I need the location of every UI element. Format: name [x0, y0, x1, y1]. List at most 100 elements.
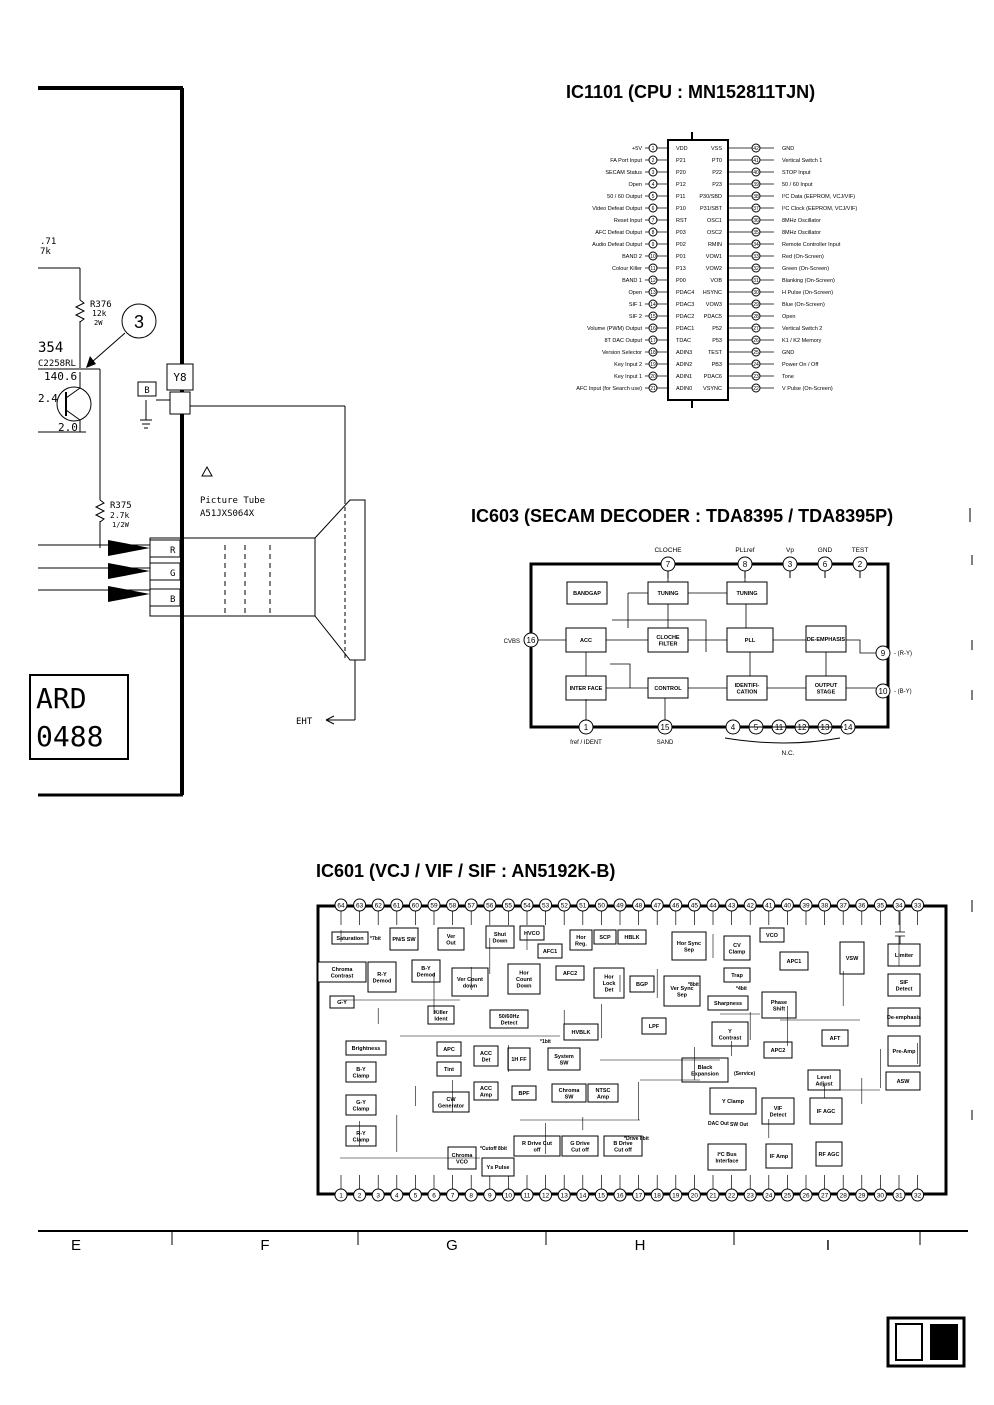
- ic601-pin-31-number: 31: [895, 1192, 903, 1199]
- ic601-pin-32-number: 32: [914, 1192, 922, 1199]
- ic603-block-4-label: CLOCHE: [656, 635, 680, 641]
- ic601-block-22-label: Hor: [576, 935, 586, 941]
- ic1101-pinname-16: PDAC1: [676, 326, 694, 332]
- ic601-block-20-label: Down: [517, 984, 533, 990]
- label-r376-value: 12k: [92, 309, 107, 318]
- ic1101-pinname-40: P22: [712, 170, 722, 176]
- ic603-block-10-label: STAGE: [817, 689, 836, 695]
- ic1101-pin-9-number: 9: [652, 242, 655, 248]
- ic601-block-50-label: VCO: [766, 933, 779, 939]
- ic601-block-55: [765, 1143, 793, 1169]
- ic603-block-0: [566, 581, 608, 605]
- ic601-block-62: [887, 973, 921, 997]
- footer-col-I: I: [826, 1237, 830, 1254]
- ic601-block-50: [759, 927, 785, 943]
- ic1101-signal-20: Key Input 1: [614, 374, 642, 380]
- ic601-block-14-label: CW: [446, 1097, 456, 1103]
- ic601-block-34-label: SW: [565, 1094, 575, 1100]
- ic1101-pinname-17: TDAC: [676, 338, 691, 344]
- ic601-block-3: [345, 1040, 387, 1056]
- ic1101-pin-41: [751, 155, 761, 165]
- ic1101-pin-36: [751, 215, 761, 225]
- ic601-pin-29-number: 29: [858, 1192, 866, 1199]
- ic1101-pin-40-number: 40: [753, 170, 759, 176]
- ic601-block-31-label: System: [554, 1054, 574, 1060]
- ic601-block-17-label: Down: [493, 938, 509, 944]
- ic601-pin-2-number: 2: [358, 1192, 362, 1199]
- ic601-block-42-label: LPF: [649, 1024, 660, 1030]
- ic1101-pin-24: [751, 359, 761, 369]
- ic601-block-25-label: Hor: [604, 975, 614, 981]
- ic603-block-3: [565, 627, 607, 653]
- ic601-block-18-label: HVCO: [524, 931, 541, 937]
- ic601-block-56-label: IF AGC: [817, 1109, 835, 1115]
- ic1101-signal-10: BAND 2: [622, 254, 642, 260]
- ic1101-pin-13-number: 13: [650, 290, 656, 296]
- ic1101-pin-11: [648, 263, 658, 273]
- ic601-pin-35-number: 35: [877, 902, 885, 909]
- ic1101-signal-14: SIF 1: [629, 302, 642, 308]
- ic601-block-38: [603, 1135, 643, 1157]
- ic601-block-1-label: Chroma: [332, 967, 354, 973]
- ic1101-pinname-36: OSC1: [707, 218, 722, 224]
- ic1101-pin-25-number: 25: [753, 350, 759, 356]
- ic601-block-2: [329, 995, 355, 1009]
- ic1101-signal-7: Reset Input: [614, 218, 643, 224]
- electrode-b: B: [170, 595, 175, 605]
- ic601-pin-28-number: 28: [840, 1192, 848, 1199]
- ic1101-pin-6: [648, 203, 658, 213]
- ic1101-pin-8-number: 8: [652, 230, 655, 236]
- ic603-block-1-label: TUNING: [657, 591, 678, 597]
- ic1101-pin-10-number: 10: [650, 254, 656, 260]
- ic601-block-1-label: Contrast: [331, 973, 354, 979]
- ic603-pin-6-number: 6: [823, 560, 828, 569]
- ic601-pin-54-number: 54: [523, 902, 531, 909]
- ic601-block-9-label: B-Y: [421, 966, 431, 972]
- ic601-note-8: SW Out: [730, 1122, 748, 1128]
- ic1101-signal-6: Video Defeat Output: [592, 206, 642, 212]
- ic601-block-46-label: Y: [728, 1029, 732, 1035]
- ic1101-signal-17: 8T DAC Output: [605, 338, 643, 344]
- ic1101-pin-4-number: 4: [652, 182, 655, 188]
- ic601-block-11-label: Killer: [434, 1010, 449, 1016]
- ic601-block-51-label: APC1: [787, 959, 802, 965]
- ic601-pin-37-number: 37: [840, 902, 848, 909]
- ic1101-pin-29-number: 29: [753, 302, 759, 308]
- ic1101-pin-1: [648, 143, 658, 153]
- ic601-block-17-label: Shut: [494, 932, 506, 938]
- ic601-block-47-label: Black: [698, 1065, 714, 1071]
- ic601-block-7: [389, 927, 419, 951]
- board-label-line1: ARD: [36, 682, 87, 715]
- ic601-pin-3-number: 3: [376, 1192, 380, 1199]
- ic1101-pin-38-number: 38: [753, 194, 759, 200]
- ic601-block-16-label: Ver Count: [457, 977, 483, 983]
- ic601-block-40-label: Sep: [684, 947, 695, 953]
- ic1101-pin-34-number: 34: [753, 242, 759, 248]
- transistor-symbol: [56, 386, 92, 422]
- ic603-block-5-label: PLL: [745, 638, 756, 644]
- ic601-block-36: [513, 1135, 561, 1157]
- ic603-pin-8-label: PLLref: [735, 547, 754, 554]
- ic601-block-20-label: Hor: [519, 971, 529, 977]
- ic1101-pinname-10: P01: [676, 254, 686, 260]
- ic1101-pin-18-number: 18: [650, 350, 656, 356]
- ic601-block-49-label: Interface: [716, 1158, 739, 1164]
- ic601-block-35: [587, 1083, 619, 1103]
- ic601-block-57-label: RF AGC: [819, 1152, 840, 1158]
- ic601-block-9-label: Demod: [417, 972, 436, 978]
- ic603-pin-6: [817, 556, 833, 572]
- ic601-block-52: [761, 991, 797, 1019]
- ic1101-pin-32-number: 32: [753, 266, 759, 272]
- ic601-block-2-label: G-Y: [337, 1000, 347, 1006]
- ic601-block-64: [887, 1035, 921, 1067]
- ic601-block-20: [507, 963, 541, 995]
- ic601-block-25-label: Lock: [603, 981, 617, 987]
- ic1101-signal-24: Power On / Off: [782, 362, 819, 368]
- ic601-pin-57-number: 57: [468, 902, 476, 909]
- ic601-block-61-label: Limiter: [895, 953, 914, 959]
- ic601-pin-42-number: 42: [747, 902, 755, 909]
- ic601-note-6: (Service): [734, 1071, 755, 1077]
